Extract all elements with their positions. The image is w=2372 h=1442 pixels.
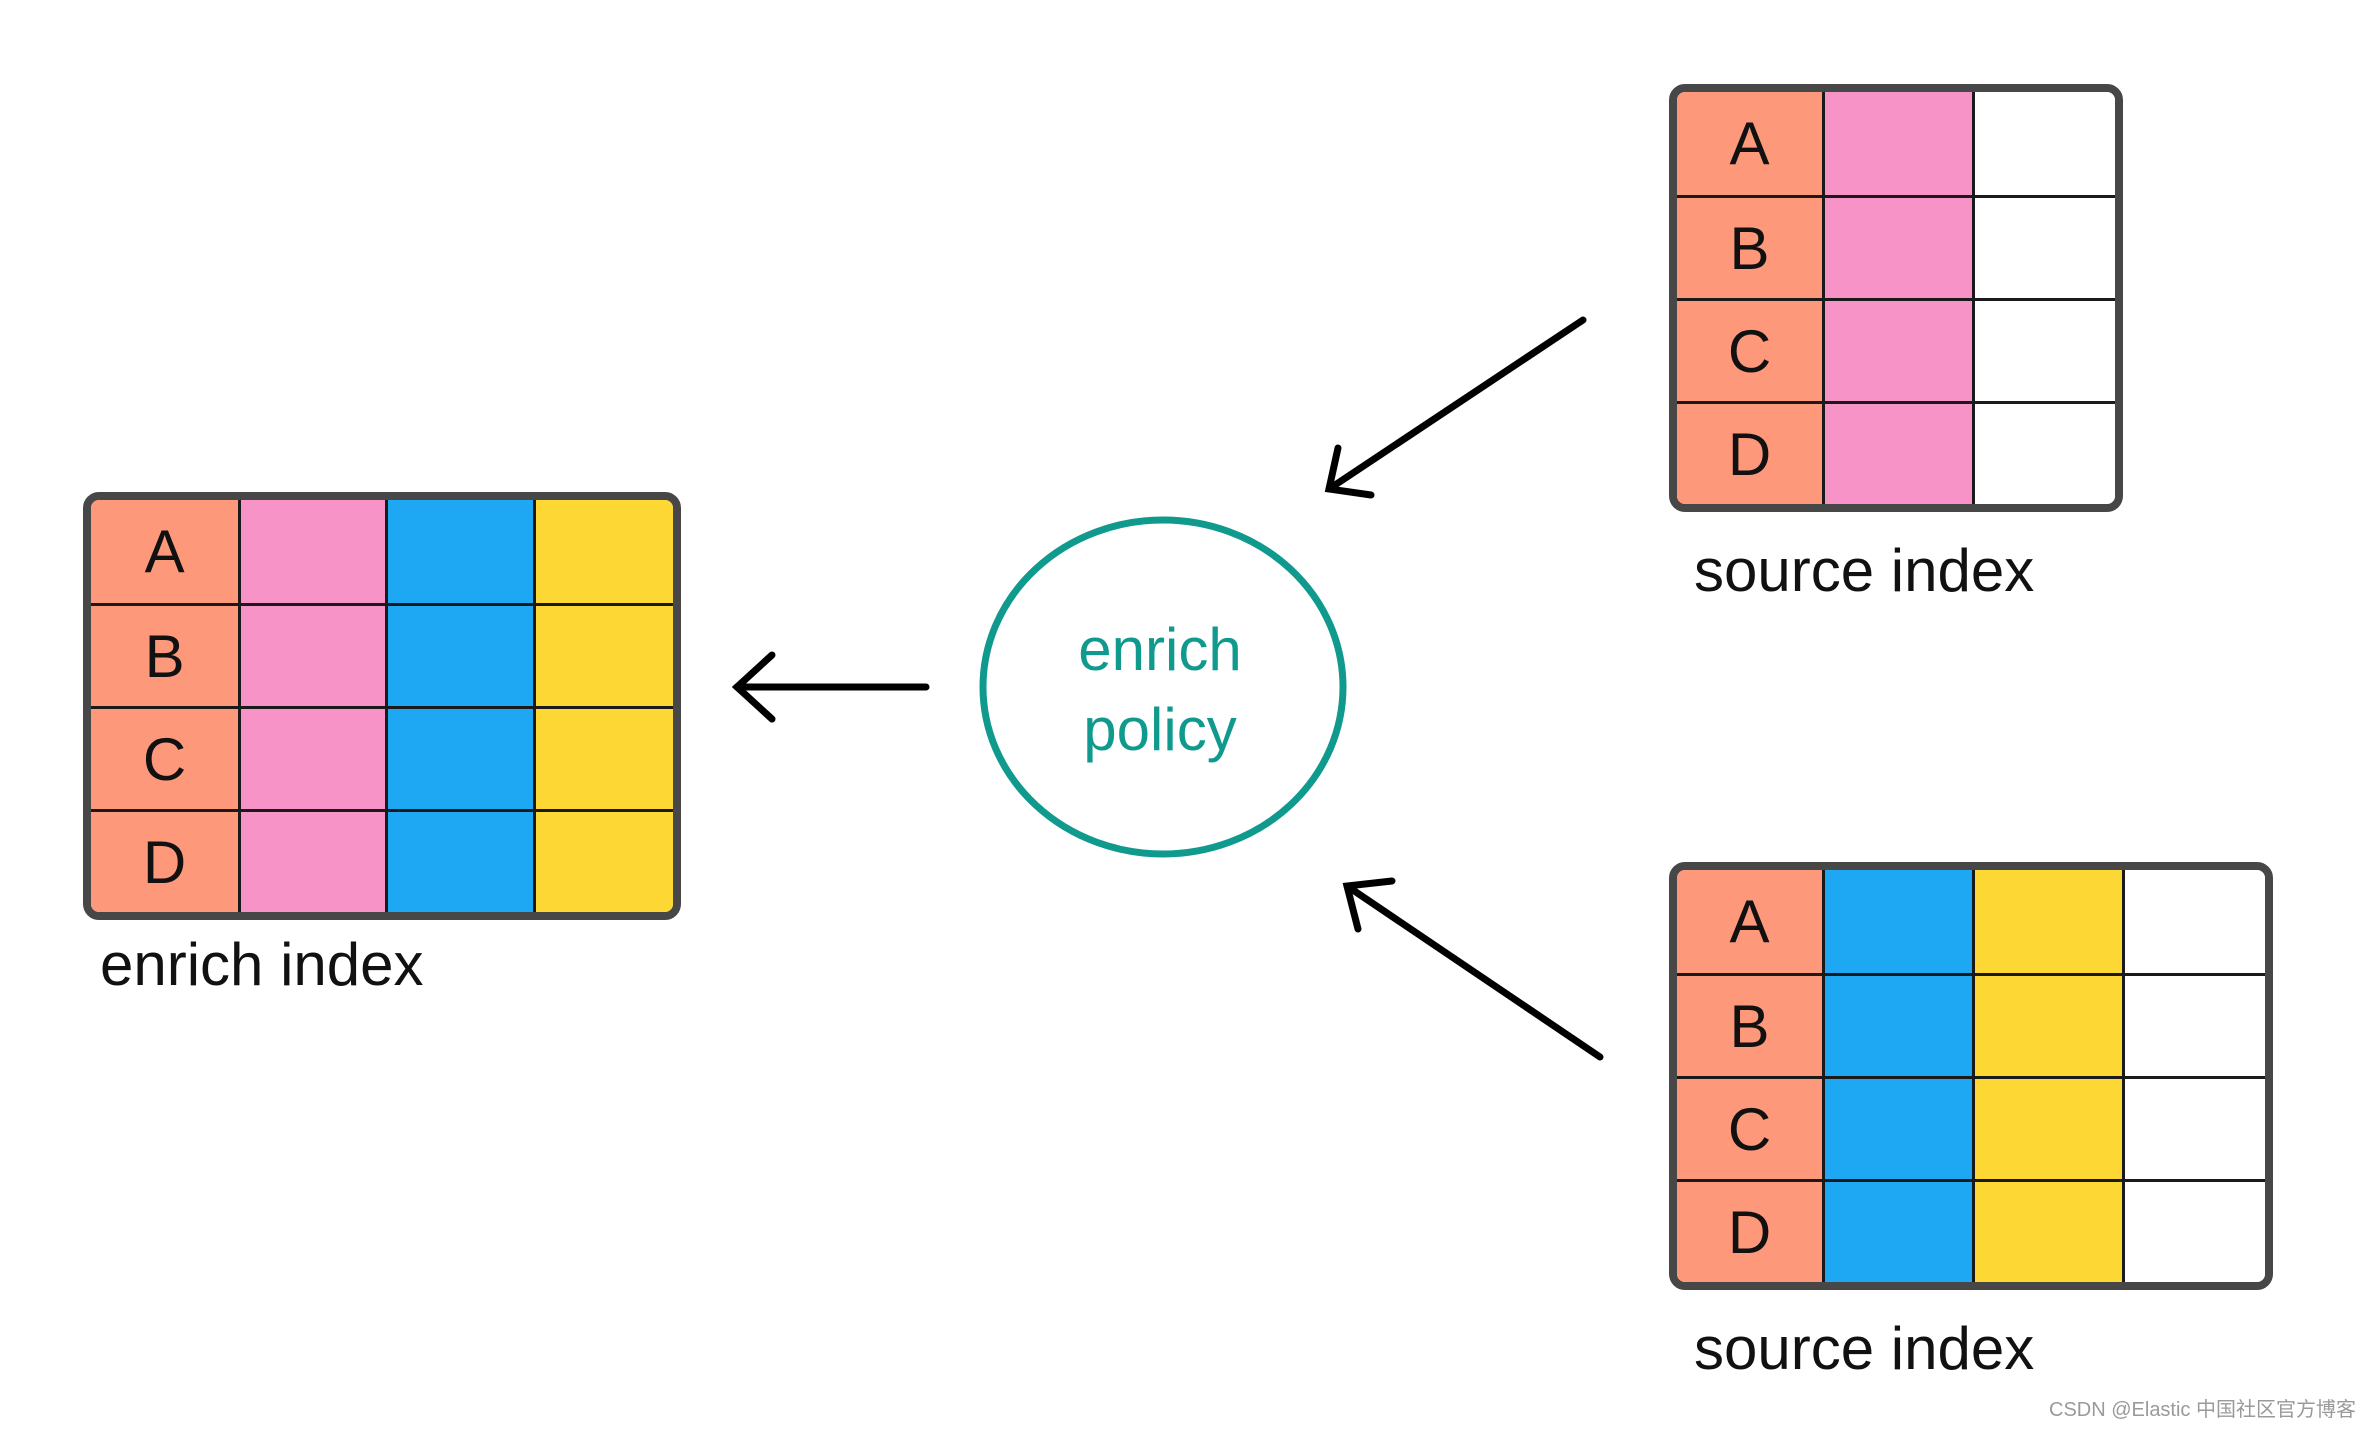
key-cell: A	[1677, 92, 1822, 195]
pink-cell	[1822, 92, 1972, 195]
key-cell: D	[91, 812, 239, 912]
pink-cell	[238, 500, 386, 603]
blue-cell	[1822, 976, 1972, 1076]
empty-cell	[2122, 1079, 2265, 1179]
key-cell: C	[1677, 1079, 1822, 1179]
table-row: D	[1677, 401, 2115, 504]
yellow-cell	[1972, 870, 2122, 973]
key-cell: C	[1677, 301, 1822, 401]
blue-cell	[1822, 1079, 1972, 1179]
yellow-cell	[532, 812, 673, 912]
pink-cell	[238, 709, 386, 809]
watermark: CSDN @Elastic 中国社区官方博客	[2049, 1399, 2356, 1421]
table-row: B	[1677, 195, 2115, 298]
key-cell: B	[1677, 198, 1822, 298]
policy-line-1: enrich	[1078, 616, 1242, 683]
key-cell: A	[1677, 870, 1822, 973]
blue-cell	[385, 709, 533, 809]
empty-cell	[2122, 1182, 2265, 1282]
table-row: C	[91, 706, 673, 809]
empty-cell	[1972, 92, 2115, 195]
yellow-cell	[1972, 976, 2122, 1076]
pink-cell	[1822, 198, 1972, 298]
yellow-cell	[532, 709, 673, 809]
key-cell: B	[91, 606, 239, 706]
table-row: A	[1677, 870, 2265, 973]
yellow-cell	[1972, 1182, 2122, 1282]
pink-cell	[1822, 404, 1972, 504]
arrow-from-source-top	[1324, 316, 1587, 499]
empty-cell	[1972, 404, 2115, 504]
empty-cell	[1972, 198, 2115, 298]
blue-cell	[385, 500, 533, 603]
source-index-top-label: source index	[1694, 537, 2035, 604]
blue-cell	[385, 812, 533, 912]
table-row: D	[91, 809, 673, 912]
key-cell: C	[91, 709, 239, 809]
table-row: C	[1677, 1076, 2265, 1179]
key-cell: A	[91, 500, 239, 603]
yellow-cell	[532, 606, 673, 706]
blue-cell	[385, 606, 533, 706]
yellow-cell	[532, 500, 673, 603]
enrich-policy-label: enrich policy	[980, 610, 1340, 770]
policy-line-2: policy	[1083, 696, 1237, 763]
key-cell: D	[1677, 404, 1822, 504]
table-row: B	[1677, 973, 2265, 1076]
enrich-policy-circle	[979, 516, 1347, 858]
key-cell: D	[1677, 1182, 1822, 1282]
empty-cell	[1972, 301, 2115, 401]
blue-cell	[1822, 1182, 1972, 1282]
table-row: C	[1677, 298, 2115, 401]
table-row: D	[1677, 1179, 2265, 1282]
pink-cell	[1822, 301, 1972, 401]
yellow-cell	[1972, 1079, 2122, 1179]
key-cell: B	[1677, 976, 1822, 1076]
table-row: A	[1677, 92, 2115, 195]
arrow-to-enrich-index	[731, 651, 930, 723]
pink-cell	[238, 812, 386, 912]
arrow-from-source-bottom	[1342, 877, 1604, 1061]
empty-cell	[2122, 870, 2265, 973]
enrich-index-label: enrich index	[100, 931, 424, 998]
source-index-bottom-label: source index	[1694, 1315, 2035, 1382]
table-row: B	[91, 603, 673, 706]
table-row: A	[91, 500, 673, 603]
blue-cell	[1822, 870, 1972, 973]
pink-cell	[238, 606, 386, 706]
empty-cell	[2122, 976, 2265, 1076]
